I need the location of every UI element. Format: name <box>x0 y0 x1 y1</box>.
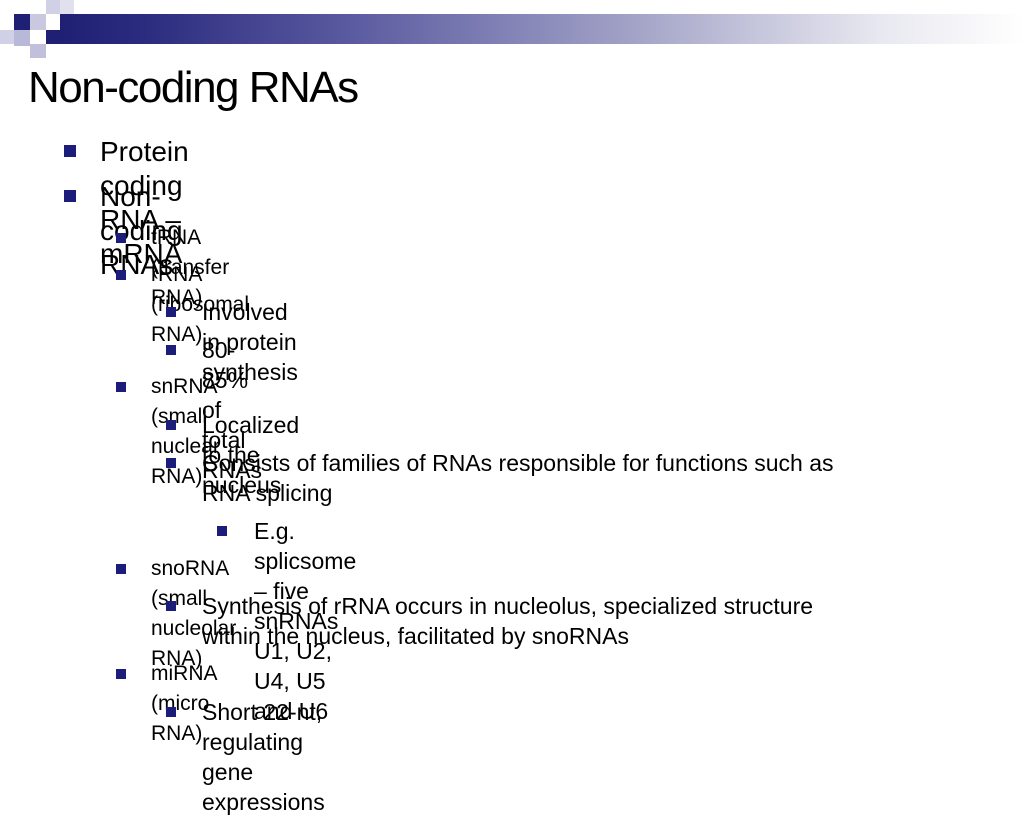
bullet-item: Consists of families of RNAs responsible… <box>166 448 834 508</box>
bullet-text-line2: RNA splicing <box>202 480 333 506</box>
bullet-item: E.g. splicsome – five snRNAs U1, U2, U4,… <box>217 516 357 726</box>
bullet-text: 80-85% of total RNAs <box>202 337 263 483</box>
square-bullet-icon <box>116 382 126 392</box>
corner-square <box>0 30 14 44</box>
square-bullet-icon <box>116 669 126 679</box>
bullet-text-line1: Consists of families of RNAs responsible… <box>202 450 834 476</box>
square-bullet-icon <box>166 601 176 611</box>
square-bullet-icon <box>116 233 126 243</box>
bullet-text-line1: Synthesis of rRNA occurs in nucleolus, s… <box>202 593 814 619</box>
bullet-item: Short 22-nt, regulating gene expressions <box>166 697 325 817</box>
bullet-text: E.g. splicsome – five snRNAs U1, U2, U4,… <box>254 518 357 724</box>
bullet-text: Involved in protein synthesis <box>202 299 298 385</box>
corner-square <box>14 30 30 46</box>
bullet-item: snRNA (small nuclear RNA) <box>116 372 220 492</box>
corner-square <box>30 44 46 58</box>
bullet-item: tRNA (transfer RNA) <box>116 223 230 313</box>
bullet-item: Synthesis of rRNA occurs in nucleolus, s… <box>166 591 814 651</box>
bullet-text: Localized to the nucleus <box>202 412 300 498</box>
bullet-item: rRNA (ribosomal RNA) <box>116 260 250 350</box>
bullet-item: Protein coding RNA – mRNA <box>64 135 189 271</box>
bullet-text: tRNA (transfer RNA) <box>151 226 230 309</box>
slide-title: Non-coding RNAs <box>28 63 359 112</box>
bullet-item: 80-85% of total RNAs <box>166 335 263 485</box>
square-bullet-icon <box>166 345 176 355</box>
bullet-item: miRNA (micro RNA) <box>116 659 217 749</box>
bullet-text: Protein coding RNA – mRNA <box>100 136 189 269</box>
corner-square <box>60 0 74 14</box>
square-bullet-icon <box>64 145 76 157</box>
bullet-text: snoRNA (small nucleolar RNA) <box>151 557 237 670</box>
square-bullet-icon <box>116 270 126 280</box>
square-bullet-icon <box>166 420 176 430</box>
square-bullet-icon <box>166 458 176 468</box>
bullet-text-line2: within the nucleus, facilitated by snoRN… <box>202 623 629 649</box>
corner-square <box>46 30 60 44</box>
corner-square <box>46 0 60 14</box>
bullet-text: Non-coding RNAs <box>100 181 183 280</box>
square-bullet-icon <box>64 190 76 202</box>
square-bullet-icon <box>166 707 176 717</box>
bullet-text: snRNA (small nuclear RNA) <box>151 375 220 488</box>
corner-square <box>14 14 30 30</box>
bullet-text: Short 22-nt, regulating gene expressions <box>202 699 325 815</box>
square-bullet-icon <box>116 564 126 574</box>
bullet-item: snoRNA (small nucleolar RNA) <box>116 554 237 674</box>
square-bullet-icon <box>217 526 227 536</box>
bullet-text: rRNA (ribosomal RNA) <box>151 263 250 346</box>
corner-square <box>30 14 46 30</box>
bullet-item: Localized to the nucleus <box>166 410 300 500</box>
square-bullet-icon <box>166 307 176 317</box>
bullet-text: miRNA (micro RNA) <box>151 662 217 745</box>
bullet-item: Non-coding RNAs <box>64 180 183 282</box>
header-gradient-band <box>60 14 1024 44</box>
bullet-item: Involved in protein synthesis <box>166 297 298 387</box>
